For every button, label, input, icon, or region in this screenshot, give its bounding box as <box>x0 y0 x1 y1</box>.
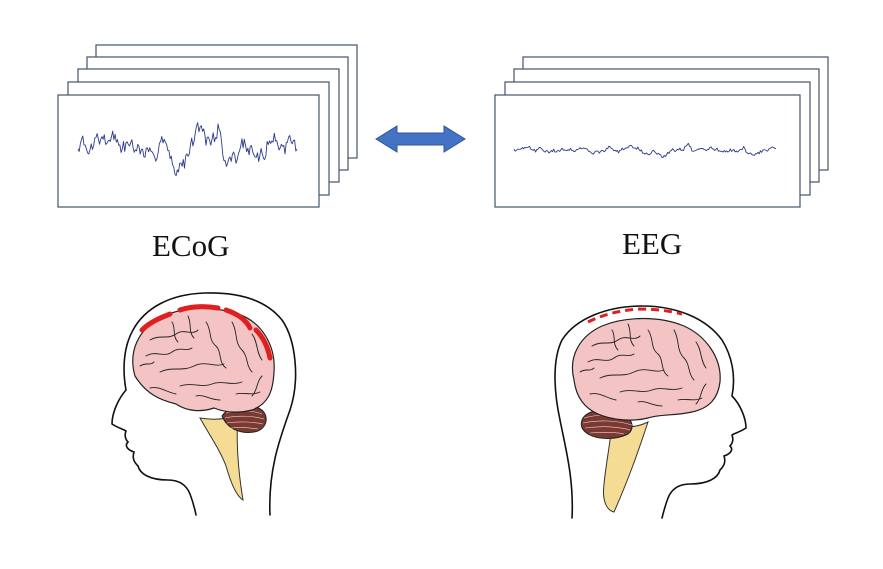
eeg-signal-stack <box>494 56 829 208</box>
ecog-brain-gyri <box>139 315 263 401</box>
ecog-head-outline <box>111 292 297 516</box>
eeg-cerebrum <box>571 317 721 421</box>
eeg-label: EEG <box>622 226 683 261</box>
ecog-electrode-strip-3 <box>223 307 253 331</box>
eeg-brainstem <box>603 421 649 513</box>
ecog-electrode-strip-4 <box>253 327 273 361</box>
ecog-frame-front <box>57 94 320 208</box>
ecog-electrode-strips <box>139 304 273 361</box>
eeg-frame-front <box>494 94 801 208</box>
ecog-signal-stack <box>57 44 358 208</box>
eeg-brain-gyri <box>579 323 707 407</box>
ecog-electrode-strip-2 <box>177 304 221 313</box>
eeg-head-outline <box>554 305 747 519</box>
eeg-signal-trace <box>513 142 777 159</box>
ecog-signal-trace <box>77 122 298 177</box>
eeg-head-figure <box>554 305 747 519</box>
ecog-head-figure <box>111 292 297 516</box>
eeg-scalp-electrodes <box>587 307 683 324</box>
double-headed-arrow-icon <box>375 125 466 153</box>
ecog-label: ECoG <box>152 228 230 263</box>
ecog-electrode-strip-1 <box>139 311 173 333</box>
